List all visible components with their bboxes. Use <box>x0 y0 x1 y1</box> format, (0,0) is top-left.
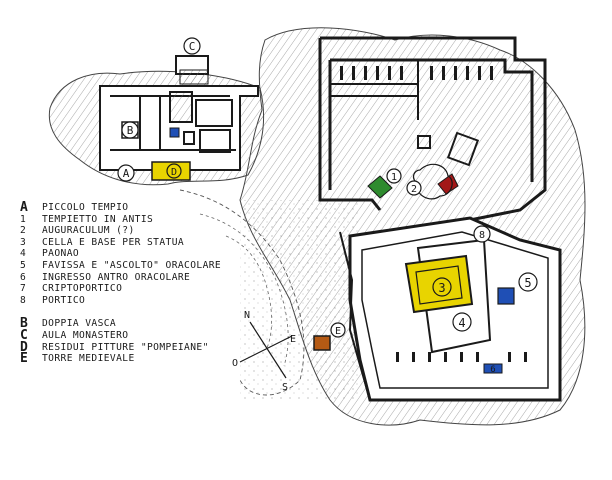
legend-key: 5 <box>20 259 27 271</box>
shrub-outline <box>412 163 453 200</box>
number-label-8: 8 <box>473 225 491 243</box>
area-label-b: B <box>121 121 139 139</box>
legend-item-1: 1 TEMPIETTO IN ANTIS <box>20 214 252 226</box>
terrain-stipple <box>240 200 360 400</box>
legend-item-7: 7 CRIPTOPORTICO <box>20 283 252 295</box>
legend-key: B <box>20 316 29 332</box>
legend-text: PORTICO <box>42 294 86 306</box>
number-label-5-text: 5 <box>524 276 531 290</box>
legend-key: 2 <box>20 225 27 237</box>
compass-east: E <box>290 334 296 345</box>
green-marker-tempietto <box>367 175 393 199</box>
number-label-2-text: 2 <box>411 184 417 195</box>
legend-text: CRIPTOPORTICO <box>42 283 123 295</box>
number-label-2: 2 <box>406 180 422 196</box>
legend-text: TORRE MEDIEVALE <box>42 353 135 365</box>
area-label-a: A <box>117 164 135 182</box>
north-enclosure <box>318 36 547 222</box>
legend-item-e: E TORRE MEDIEVALE <box>20 351 252 367</box>
compass-west: O <box>232 358 238 369</box>
legend-key: D <box>20 339 29 355</box>
legend-key: 7 <box>20 283 27 295</box>
legend-item-5: 5 FAVISSA E "ASCOLTO" ORACOLARE <box>20 260 252 272</box>
area-label-c-text: C <box>189 40 196 53</box>
number-label-1: 1 <box>386 168 402 184</box>
number-label-6-text: 6 <box>490 365 495 375</box>
stone-slab <box>446 131 480 167</box>
legend-item-d: D RESIDUI PITTURE "POMPEIANE" <box>20 339 252 355</box>
legend-key: E <box>20 351 29 367</box>
number-label-4: 4 <box>452 312 472 332</box>
legend-text: INGRESSO ANTRO ORACOLARE <box>42 271 191 283</box>
area-label-d: D <box>166 163 182 179</box>
area-c-foundation <box>179 69 209 85</box>
legend-text: PICCOLO TEMPIO <box>42 202 129 213</box>
legend-key: A <box>20 200 29 215</box>
legend-text: AULA MONASTERO <box>42 329 129 341</box>
area-d-painting <box>151 161 191 181</box>
legend-text: TEMPIETTO IN ANTIS <box>42 213 154 225</box>
number-label-3: 3 <box>432 277 452 297</box>
compass-north: N <box>244 310 250 321</box>
north-portico-columns <box>340 66 493 80</box>
area-label-a-text: A <box>123 167 130 180</box>
legend-key: 8 <box>20 294 27 306</box>
compass-south: S <box>282 382 288 393</box>
number-label-6: 6 <box>490 365 495 375</box>
legend-text: CELLA E BASE PER STATUA <box>42 236 185 248</box>
legend-item-b: B DOPPIA VASCA <box>20 316 252 332</box>
entry-ramp <box>339 231 371 401</box>
number-label-5: 5 <box>518 272 538 292</box>
legend-text: FAVISSA E "ASCOLTO" ORACOLARE <box>42 259 222 271</box>
legend-item-4: 4 PAONAO <box>20 248 252 260</box>
area-e-tower <box>313 335 331 351</box>
number-label-1-text: 1 <box>391 172 397 183</box>
legend-item-c: C AULA MONASTERO <box>20 327 252 343</box>
legend-title-a: A PICCOLO TEMPIO <box>20 200 252 215</box>
number-label-4-text: 4 <box>458 316 465 330</box>
favissa-5-marker <box>497 287 515 305</box>
compass-rose: N E S O <box>232 310 296 393</box>
legend-item-3: 3 CELLA E BASE PER STATUA <box>20 237 252 249</box>
legend-text: PAONAO <box>42 248 80 260</box>
area-label-e-text: E <box>335 326 341 337</box>
area-label-c: C <box>183 37 201 55</box>
temple-terrace <box>348 216 562 402</box>
area-label-e: E <box>330 322 346 338</box>
legend-text: AUGURACULUM (?) <box>42 225 135 237</box>
legend-item-8: 8 PORTICO <box>20 295 252 307</box>
temple-podium <box>416 238 492 354</box>
south-portico-columns <box>396 352 527 362</box>
legend-key: 4 <box>20 248 27 260</box>
small-square-structure <box>417 135 431 149</box>
legend: A PICCOLO TEMPIO 1 TEMPIETTO IN ANTIS 2 … <box>20 200 252 367</box>
red-marker-auguraculum <box>437 173 459 195</box>
area-label-d-text: D <box>171 167 177 178</box>
legend-key: 1 <box>20 213 27 225</box>
legend-key: 6 <box>20 271 27 283</box>
legend-key: C <box>20 327 29 343</box>
cella-3-inner <box>415 265 463 305</box>
legend-text: DOPPIA VASCA <box>42 318 117 330</box>
legend-spacer <box>20 306 252 318</box>
number-label-8-text: 8 <box>479 230 485 241</box>
antro-6-marker <box>483 363 503 374</box>
legend-text: RESIDUI PITTURE "POMPEIANE" <box>42 341 209 353</box>
area-label-b-text: B <box>127 124 134 137</box>
number-label-3-text: 3 <box>438 281 445 295</box>
legend-key: 3 <box>20 236 27 248</box>
legend-item-6: 6 INGRESSO ANTRO ORACOLARE <box>20 272 252 284</box>
legend-item-2: 2 AUGURACULUM (?) <box>20 225 252 237</box>
blue-marker-west <box>169 127 180 138</box>
